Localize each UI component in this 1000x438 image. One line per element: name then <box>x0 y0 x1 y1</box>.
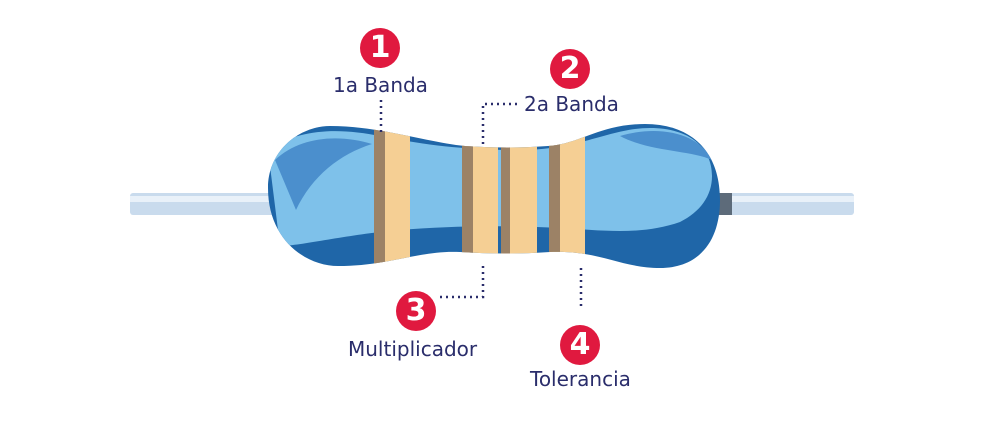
callout-1-number: 1 <box>360 28 400 68</box>
leader-lines <box>379 100 583 310</box>
leader-2 <box>481 102 518 144</box>
callout-3-label: Multiplicador <box>348 337 478 361</box>
callout-2-number: 2 <box>550 49 590 89</box>
callout-2-label: 2a Banda <box>524 92 619 116</box>
callout-1-label: 1a Banda <box>333 73 428 97</box>
color-bands <box>374 124 585 268</box>
callout-3-number: 3 <box>396 291 436 331</box>
callout-4-number: 4 <box>560 325 600 365</box>
leader-3 <box>440 266 485 299</box>
callout-4-label: Tolerancia <box>530 367 631 391</box>
resistor-body <box>268 124 720 268</box>
